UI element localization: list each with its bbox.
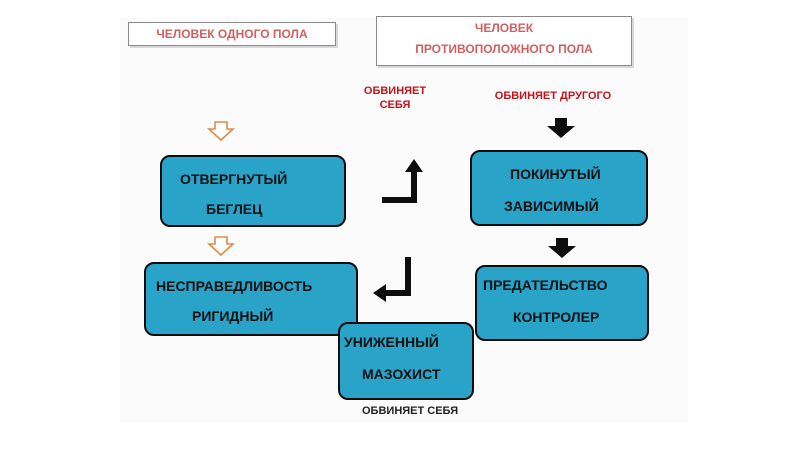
box-injustice-line1: НЕСПРАВЕДЛИВОСТЬ: [156, 278, 313, 294]
box-humiliated-line1: УНИЖЕННЫЙ: [344, 334, 439, 350]
box-abandoned-dependent: ПОКИНУТЫЙ ЗАВИСИМЫЙ: [470, 150, 648, 226]
box-rejected-line1: ОТВЕРГНУТЫЙ: [180, 171, 288, 187]
header-opposite-sex: ЧЕЛОВЕК ПРОТИВОПОЛОЖНОГО ПОЛА: [376, 16, 632, 66]
box-humiliated-line2: МАЗОХИСТ: [362, 366, 441, 382]
box-betrayal-controller: ПРЕДАТЕЛЬСТВО КОНТРОЛЕР: [475, 265, 649, 341]
outline-down-arrow-icon: [206, 236, 236, 257]
box-rejected-fugitive: ОТВЕРГНУТЫЙ БЕГЛЕЦ: [160, 155, 346, 227]
box-abandoned-line2: ЗАВИСИМЫЙ: [504, 198, 599, 214]
box-betrayal-line1: ПРЕДАТЕЛЬСТВО: [483, 277, 608, 293]
box-injustice-line2: РИГИДНЫЙ: [192, 308, 274, 324]
bent-arrow-left-up-icon: [373, 257, 411, 302]
box-betrayal-line2: КОНТРОЛЕР: [513, 309, 600, 325]
label-blames-other: ОБВИНЯЕТ ДРУГОГО: [494, 90, 612, 102]
label-blames-self: ОБВИНЯЕТ СЕБЯ: [363, 85, 427, 111]
box-abandoned-line1: ПОКИНУТЫЙ: [510, 166, 601, 182]
header-opposite-sex-line2: ПРОТИВОПОЛОЖНОГО ПОЛА: [415, 42, 593, 56]
box-injustice-rigid: НЕСПРАВЕДЛИВОСТЬ РИГИДНЫЙ: [144, 262, 358, 336]
label-blames-self-bottom: ОБВИНЯЕТ СЕБЯ: [362, 405, 459, 417]
solid-down-arrow-icon: [548, 238, 576, 258]
bent-arrow-up-left-icon: [382, 159, 423, 203]
box-humiliated-masochist: УНИЖЕННЫЙ МАЗОХИСТ: [338, 322, 474, 400]
solid-down-arrow-icon: [547, 118, 575, 138]
header-same-sex: ЧЕЛОВЕК ОДНОГО ПОЛА: [128, 22, 336, 46]
outline-down-arrow-icon: [206, 121, 236, 142]
header-opposite-sex-line1: ЧЕЛОВЕК: [474, 21, 534, 35]
box-rejected-line2: БЕГЛЕЦ: [206, 201, 263, 217]
